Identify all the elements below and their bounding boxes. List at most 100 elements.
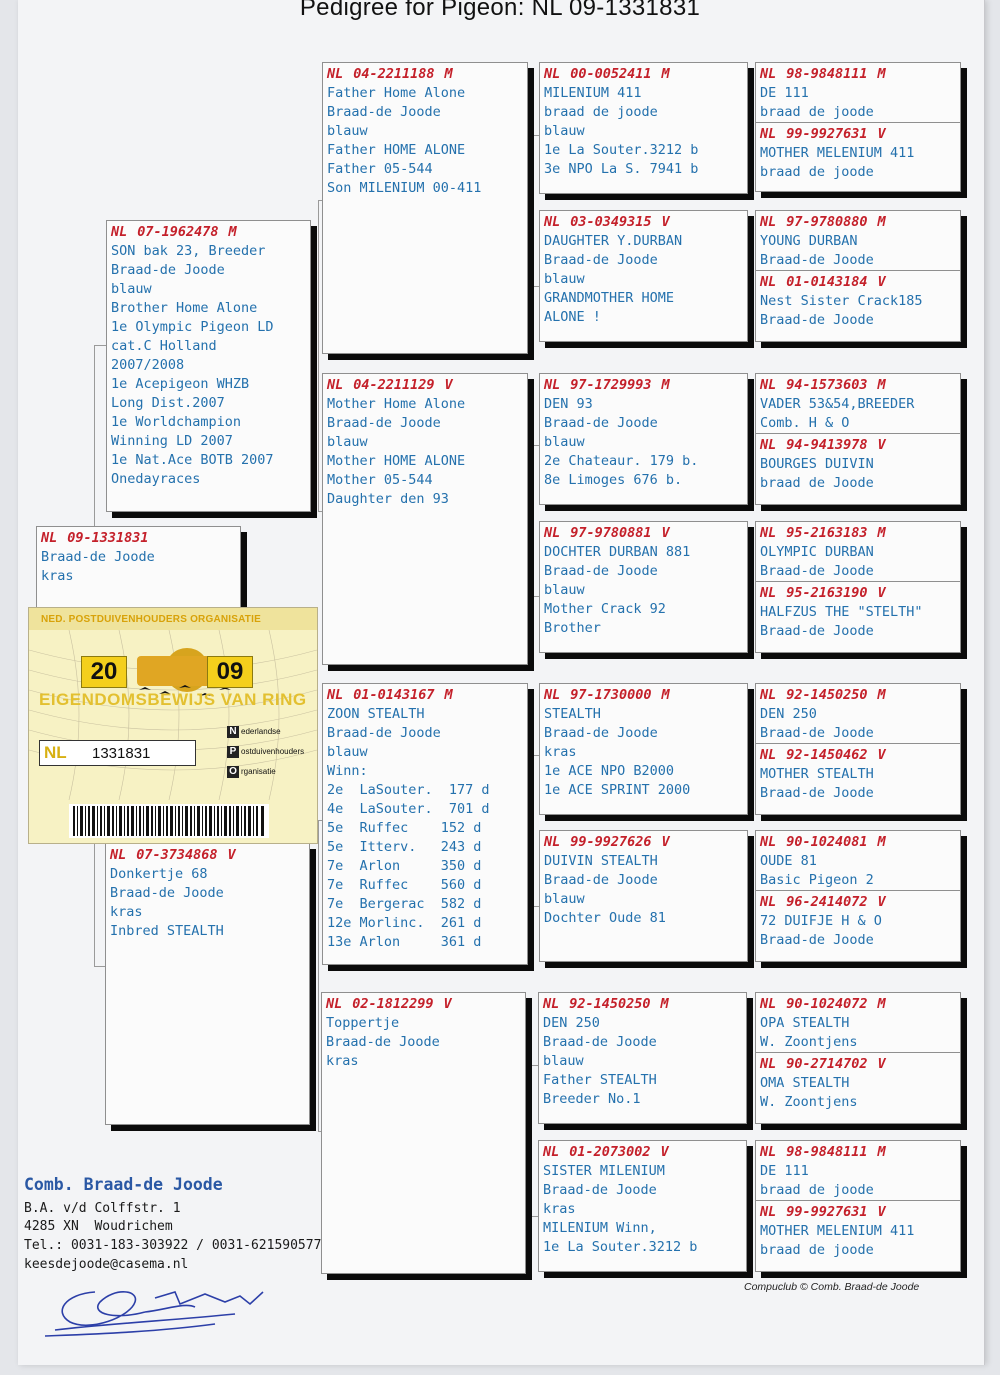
year-right: 09 [207, 656, 253, 688]
ring-prefix: NL [543, 996, 560, 1012]
info-line: kras [543, 1201, 576, 1217]
info-line: blauw [544, 582, 585, 598]
info-line: BOURGES DUIVIN [760, 456, 874, 472]
info-line: DAUGHTER Y.DURBAN [544, 233, 683, 249]
ring-prefix: NL [44, 743, 67, 762]
connector-ff [531, 135, 540, 287]
info-line: 3e NPO La S. 7941 b [544, 161, 699, 177]
info-line: ALONE ! [544, 309, 601, 325]
ring-prefix: NL [760, 894, 777, 910]
birds-icon [139, 685, 231, 696]
info-line: Mother Home Alone [327, 396, 466, 412]
barcode [69, 804, 269, 838]
ring-prefix: NL [544, 687, 561, 703]
ring-ownership-card: NED. POSTDUIVENHOUDERS ORGANISATIE 20 09… [28, 607, 318, 844]
info-line: DEN 250 [543, 1015, 600, 1031]
info-line: blauw [543, 1053, 584, 1069]
ring-number: 95-2163183 [786, 525, 868, 541]
info-line: Basic Pigeon 2 [760, 872, 874, 888]
sex: M [661, 377, 670, 393]
sex: V [227, 847, 236, 863]
sex: M [877, 525, 886, 541]
sex: V [661, 834, 670, 850]
info-line: Long Dist.2007 [111, 395, 225, 411]
ring-prefix: NL [41, 530, 58, 546]
info-line: DEN 93 [544, 396, 593, 412]
info-line: blauw [327, 434, 368, 450]
ring-prefix: NL [760, 214, 777, 230]
info-line: Braad-de Joode [760, 563, 874, 579]
info-line: DEN 250 [760, 706, 817, 722]
info-line: kras [326, 1053, 359, 1069]
ring-prefix: NL [110, 847, 127, 863]
info-line: 1e Nat.Ace BOTB 2007 [111, 452, 274, 468]
info-line: kras [41, 568, 74, 584]
info-line: Braad-de Joode [544, 252, 658, 268]
ring-prefix: NL [543, 1144, 560, 1160]
sex: V [877, 1204, 886, 1220]
info-line: Winning LD 2007 [111, 433, 233, 449]
info-line: braad de joode [760, 104, 874, 120]
ring-number: 01-0143184 [786, 274, 868, 290]
ring-number: 04-2211188 [353, 66, 435, 82]
sex: M [661, 687, 670, 703]
info-line: 1e La Souter.3212 b [543, 1239, 698, 1255]
sex: V [877, 126, 886, 142]
info-line: Toppertje [326, 1015, 400, 1031]
sex: M [877, 996, 886, 1012]
info-line: Winn: [327, 763, 368, 779]
info-line: Daughter den 93 [327, 491, 449, 507]
info-line: Braad-de Joode [326, 1034, 440, 1050]
info-line: blauw [327, 123, 368, 139]
sex: M [877, 66, 886, 82]
info-line: SON bak 23, Breeder [111, 243, 266, 259]
ring-number-box: NL 1331831 [39, 740, 196, 766]
address-line-2: 4285 XN Woudrichem [24, 1219, 173, 1234]
info-line: Braad-de Joode [760, 252, 874, 268]
ring-number: 99-9927631 [786, 126, 868, 142]
info-line: blauw [544, 123, 585, 139]
info-line: Mother Crack 92 [544, 601, 666, 617]
info-line: 8e Limoges 676 b. [544, 472, 683, 488]
info-line: Braad-de Joode [543, 1182, 657, 1198]
ring-number: 90-1024072 [786, 996, 868, 1012]
info-line: W. Zoontjens [760, 1094, 858, 1110]
ring-number: 90-1024081 [786, 834, 868, 850]
info-line: Dochter Oude 81 [544, 910, 666, 926]
sex: M [877, 687, 886, 703]
info-line: 2e Chateaur. 179 b. [544, 453, 699, 469]
info-line: 13e Arlon 361 d [327, 934, 482, 950]
info-line: Braad-de Joode [760, 725, 874, 741]
ring-number: 00-0052411 [570, 66, 652, 82]
info-line: MOTHER MELENIUM 411 [760, 145, 915, 161]
ring-number: 03-0349315 [570, 214, 652, 230]
ring-prefix: NL [327, 377, 344, 393]
ring-prefix: NL [111, 224, 128, 240]
sex: M [660, 996, 669, 1012]
sex: V [877, 437, 886, 453]
info-line: blauw [327, 744, 368, 760]
sex: M [661, 66, 670, 82]
ring-prefix: NL [760, 66, 777, 82]
info-line: MILENIUM Winn, [543, 1220, 657, 1236]
info-line: OUDE 81 [760, 853, 817, 869]
ring-number: 01-0143167 [353, 687, 435, 703]
ring-prefix: NL [760, 437, 777, 453]
info-line: braad de joode [760, 164, 874, 180]
info-line: MILENIUM 411 [544, 85, 642, 101]
info-line: 1e ACE NPO B2000 [544, 763, 675, 779]
info-line: blauw [544, 891, 585, 907]
sex: V [877, 274, 886, 290]
sex: V [443, 996, 452, 1012]
info-line: Mother 05-544 [327, 472, 433, 488]
ring-number: 07-1962478 [137, 224, 219, 240]
ring-number: 1331831 [92, 745, 151, 762]
info-line: Braad-de Joode [544, 725, 658, 741]
info-line: blauw [544, 434, 585, 450]
info-line: 5e Ruffec 152 d [327, 820, 482, 836]
